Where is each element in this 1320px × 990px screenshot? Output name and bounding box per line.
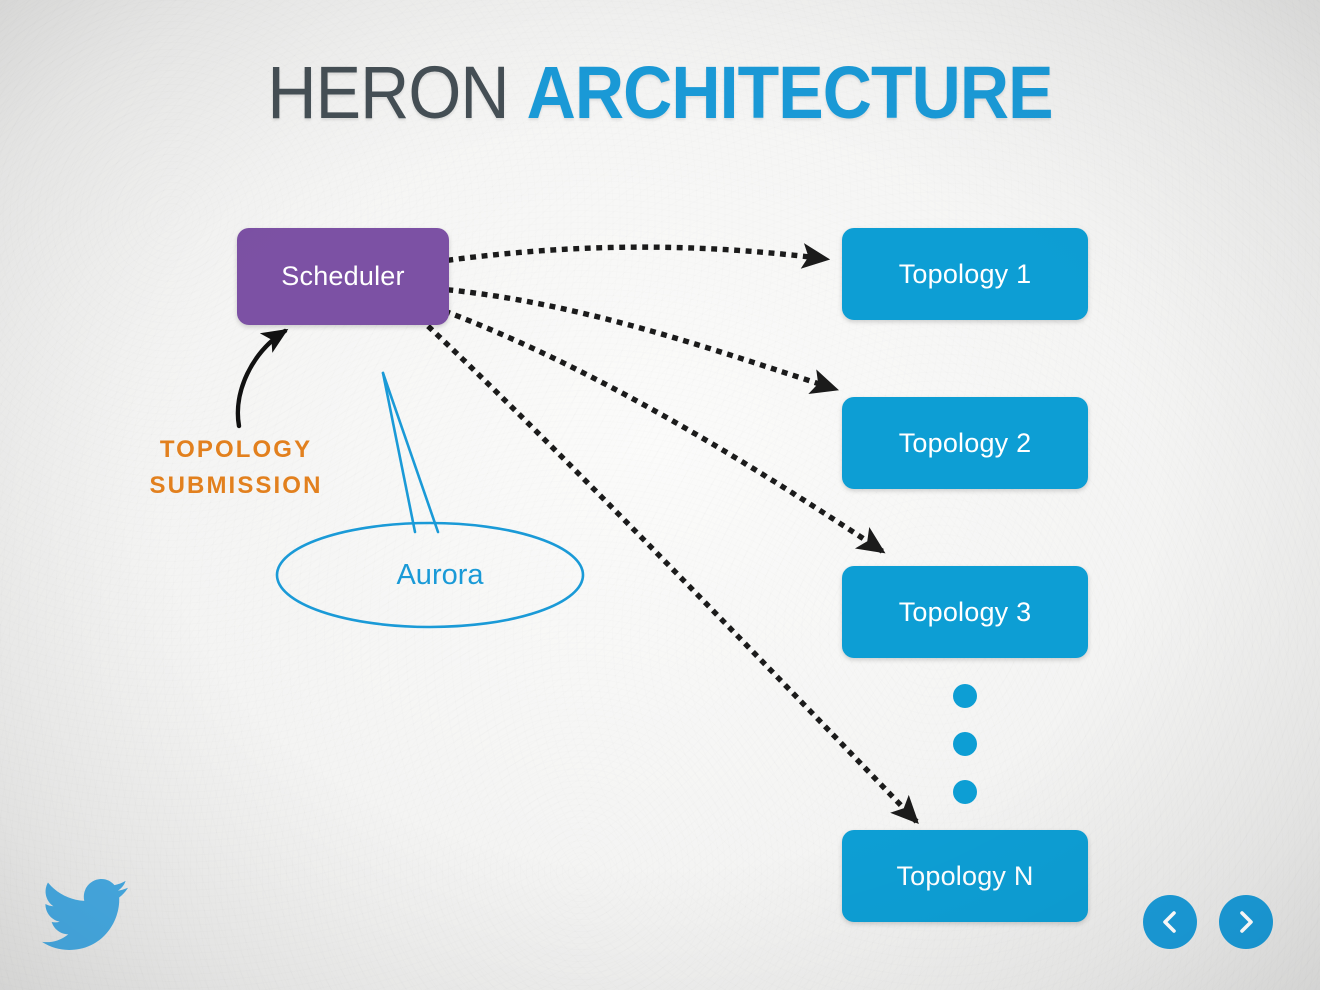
topology-submission-label: TOPOLOGY SUBMISSION (122, 432, 350, 504)
node-topology-2[interactable]: Topology 2 (842, 397, 1088, 489)
twitter-bird-icon (42, 879, 128, 953)
topology-submission-line-2: SUBMISSION (149, 472, 323, 499)
chevron-left-icon (1163, 911, 1176, 933)
arrow-scheduler-to-topology-1 (446, 243, 831, 269)
node-topology-n-label: Topology N (896, 860, 1034, 891)
ellipsis-dot (953, 732, 977, 756)
node-topology-2-label: Topology 2 (898, 427, 1032, 458)
ellipsis-dot (953, 780, 977, 804)
chevron-right-icon (1240, 911, 1253, 933)
node-aurora-label: Aurora (396, 559, 484, 591)
nav-prev-button[interactable] (1143, 895, 1197, 949)
node-topology-1[interactable]: Topology 1 (842, 228, 1088, 320)
page-title-part-1: HERON (267, 51, 509, 134)
node-aurora[interactable]: Aurora (275, 360, 605, 635)
page-title: HERON ARCHITECTURE (53, 56, 1267, 130)
topology-submission-line-1: TOPOLOGY (159, 436, 313, 463)
node-topology-1-label: Topology 1 (898, 258, 1032, 289)
page-title-part-2: ARCHITECTURE (526, 51, 1054, 134)
node-topology-n[interactable]: Topology N (842, 830, 1088, 922)
vertical-ellipsis-indicator (953, 684, 977, 804)
node-topology-3[interactable]: Topology 3 (842, 566, 1088, 658)
ellipsis-dot (953, 684, 977, 708)
nav-next-button[interactable] (1219, 895, 1273, 949)
node-topology-3-label: Topology 3 (898, 596, 1032, 627)
node-scheduler[interactable]: Scheduler (237, 228, 449, 325)
node-scheduler-label: Scheduler (281, 261, 405, 291)
twitter-bird-glyph (42, 879, 128, 950)
aurora-callout-shape (275, 371, 585, 629)
